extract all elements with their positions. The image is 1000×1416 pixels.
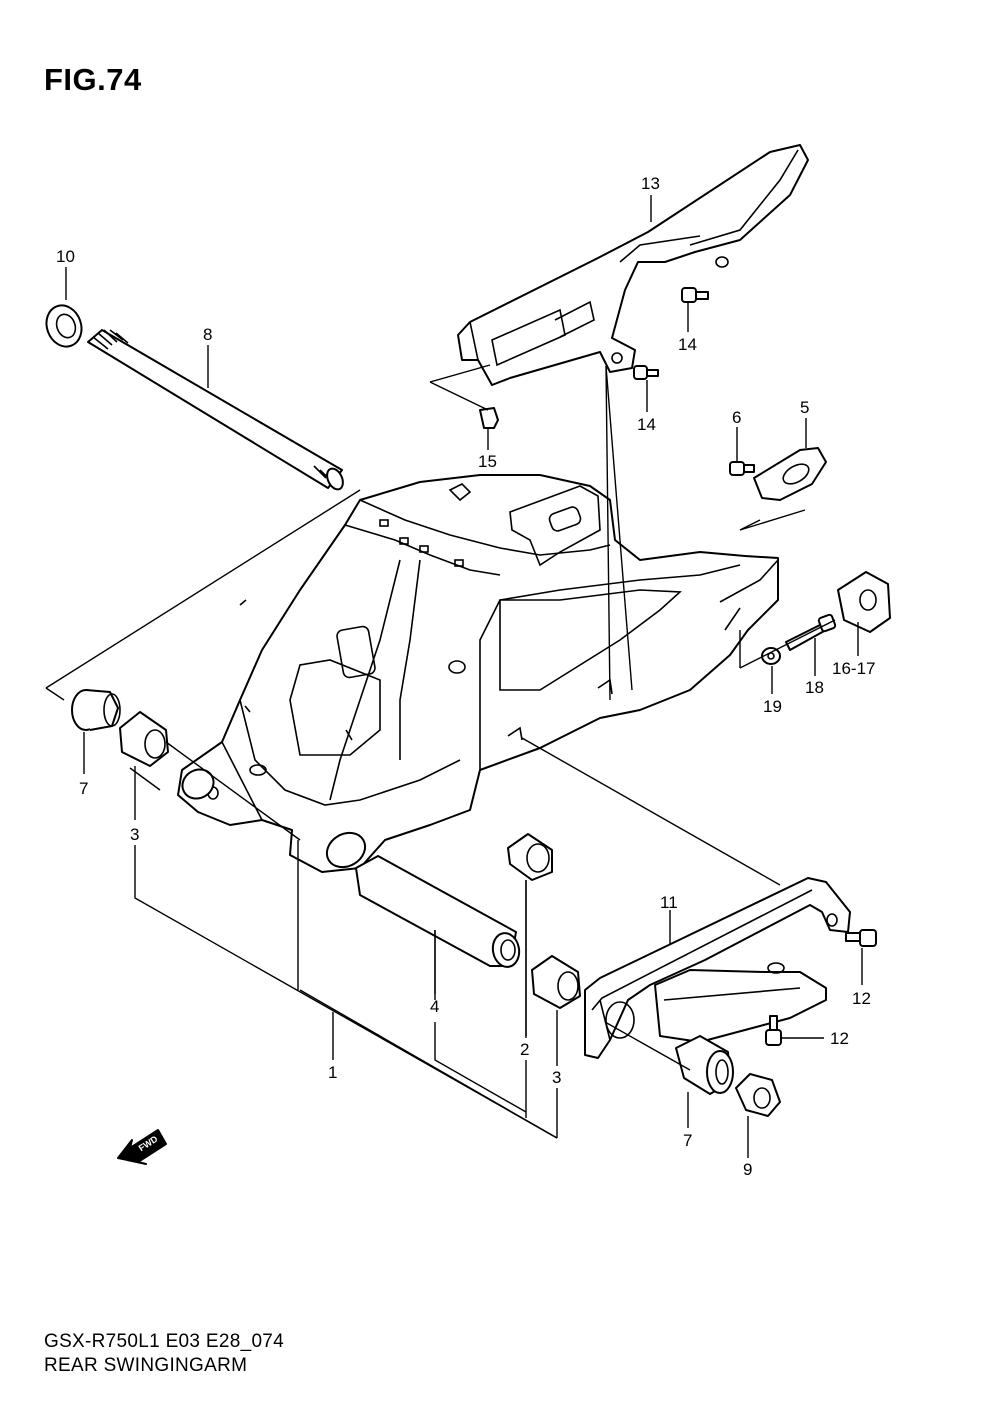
adjuster-block-16-17 xyxy=(837,571,891,633)
chain-buffer-part xyxy=(584,877,851,1059)
figure-footer: GSX-R750L1 E03 E28_074 REAR SWINGINGARM xyxy=(44,1330,284,1378)
callout-16-17: 16-17 xyxy=(832,659,875,678)
callout-10: 10 xyxy=(56,247,75,266)
callout-1: 1 xyxy=(328,1063,337,1082)
callout-12-upper: 12 xyxy=(852,989,871,1008)
callout-18: 18 xyxy=(805,678,824,697)
callout-9: 9 xyxy=(743,1160,752,1179)
leader-lines xyxy=(45,195,863,1158)
axle-nut-9 xyxy=(735,1073,781,1117)
fwd-arrow-icon: FWD xyxy=(117,1129,167,1165)
callout-14-upper: 14 xyxy=(678,335,697,354)
pivot-nut-part xyxy=(45,304,83,348)
bolt-12-upper xyxy=(845,929,877,947)
callout-19: 19 xyxy=(763,697,782,716)
callout-7-left: 7 xyxy=(79,779,88,798)
figure-title: FIG.74 xyxy=(44,62,142,97)
chain-adjuster-plate-5 xyxy=(753,447,827,501)
callout-8: 8 xyxy=(203,325,212,344)
bearing-3-right xyxy=(531,955,581,1009)
callout-14-lower: 14 xyxy=(637,415,656,434)
spacer-4-part xyxy=(355,855,521,968)
callout-3-right: 3 xyxy=(552,1068,561,1087)
washer-19 xyxy=(761,647,781,665)
callout-11: 11 xyxy=(660,893,678,912)
pivot-shaft-part xyxy=(87,329,344,491)
callout-13: 13 xyxy=(641,174,660,193)
callout-labels: 10 8 13 14 14 15 6 5 16-17 18 19 7 3 1 4… xyxy=(56,174,875,1179)
callout-15: 15 xyxy=(478,452,497,471)
callout-3-left: 3 xyxy=(130,825,139,844)
swingarm-part xyxy=(177,474,779,873)
bolt-14-lower xyxy=(633,365,659,380)
callout-5: 5 xyxy=(800,398,809,417)
bolt-14-upper xyxy=(681,287,709,303)
callout-2: 2 xyxy=(520,1040,529,1059)
bush-7-left xyxy=(71,689,121,731)
adjuster-bolt-18 xyxy=(785,613,837,651)
bearing-3-left xyxy=(119,711,169,767)
bolt-6 xyxy=(729,461,755,476)
callout-6: 6 xyxy=(732,408,741,427)
bush-7-right xyxy=(675,1035,734,1095)
bearing-2-part xyxy=(507,833,553,881)
model-code: GSX-R750L1 E03 E28_074 xyxy=(44,1331,285,1352)
callout-4: 4 xyxy=(430,997,439,1016)
bolt-12-lower xyxy=(765,1015,782,1046)
callout-12-lower: 12 xyxy=(830,1029,849,1048)
chain-case-part xyxy=(457,144,809,386)
clip-15 xyxy=(479,407,499,429)
figure-caption: REAR SWINGINGARM xyxy=(44,1355,248,1376)
chain-guide-lower-part xyxy=(654,962,827,1043)
callout-7-right: 7 xyxy=(683,1131,692,1150)
